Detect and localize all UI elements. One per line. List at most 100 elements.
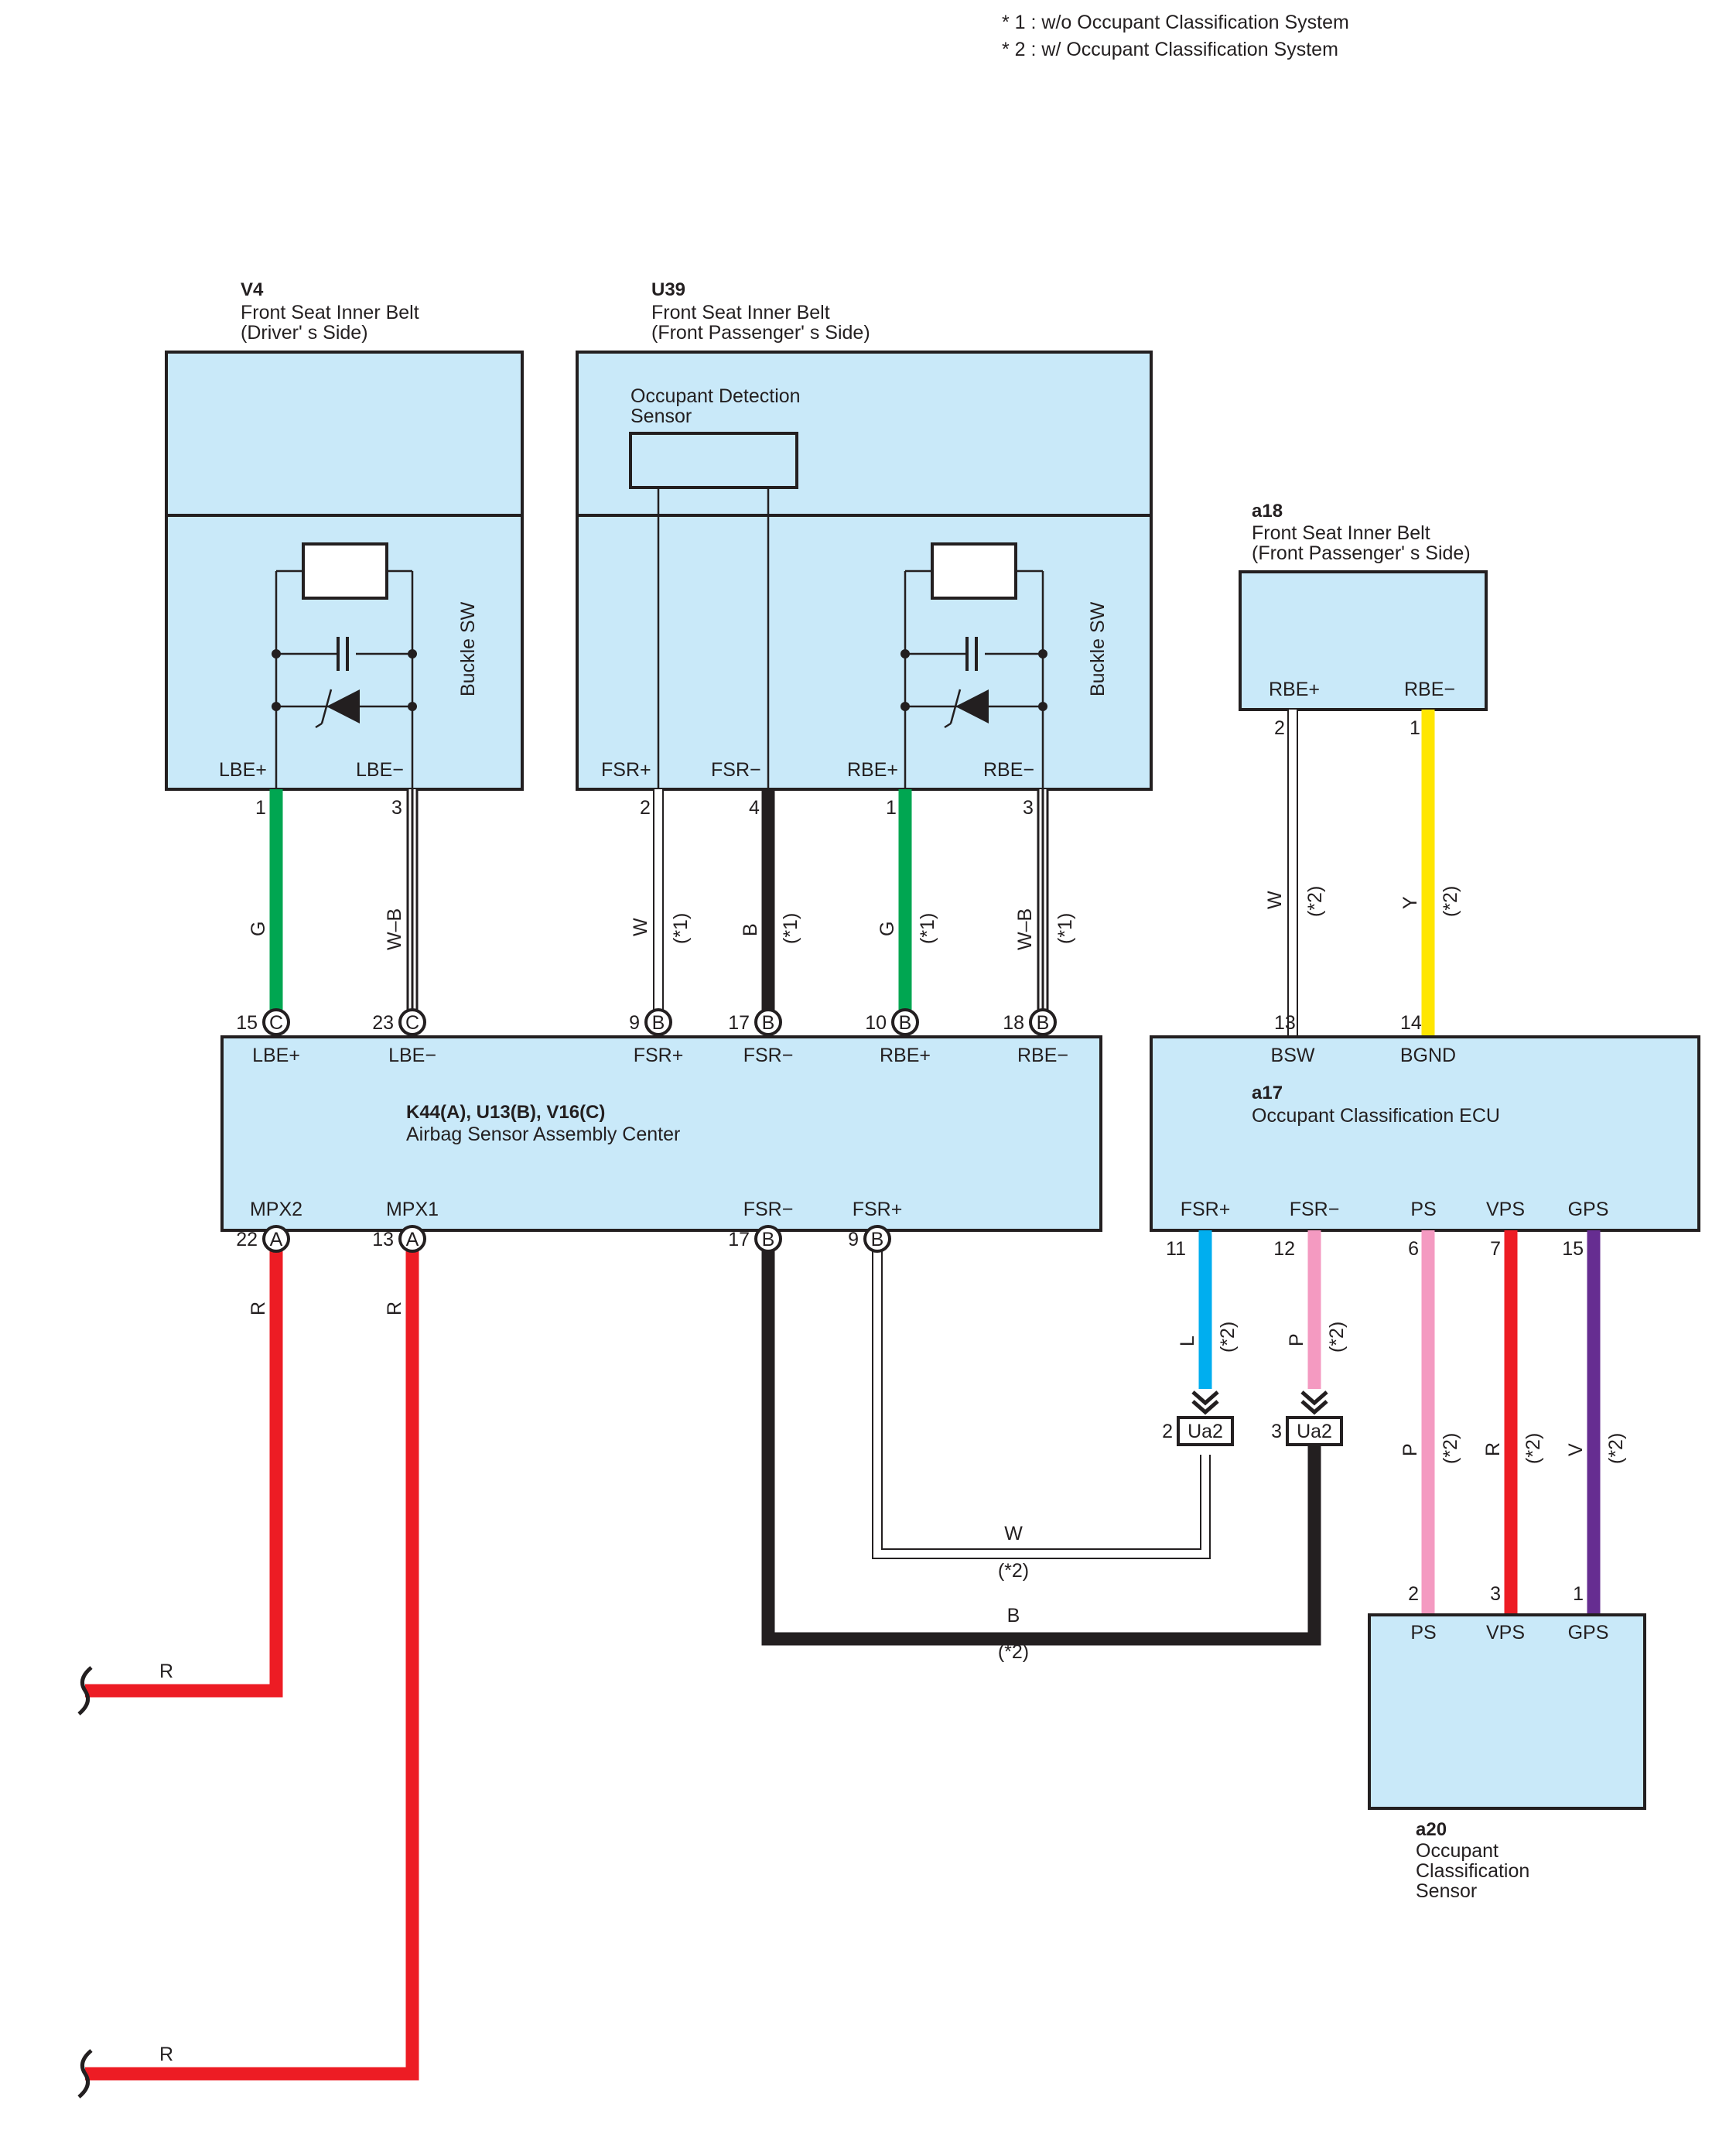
u39-pin-fsr-minus: FSR− <box>711 759 761 781</box>
wire-mpx2-code: R <box>248 1302 269 1315</box>
airbag-conn-23: C <box>405 1012 419 1034</box>
wire-u39-fsr-minus-code: B <box>740 923 761 936</box>
note-1: * 1 : w/o Occupant Classification System <box>1002 12 1349 33</box>
a20-pin-vps: VPS <box>1486 1622 1525 1644</box>
u39-pinno-1: 1 <box>886 797 897 819</box>
airbag-pin-rbe-minus: RBE− <box>1017 1045 1068 1066</box>
wire-mpx1-code: R <box>384 1302 405 1315</box>
ua2-connector-a <box>1177 1390 1234 1446</box>
airbag-conn-17b: B <box>762 1229 775 1250</box>
airbag-pin-fsr-minus: FSR− <box>743 1045 794 1066</box>
a18-pinno-1: 1 <box>1410 717 1420 739</box>
u39-pinno-4: 4 <box>749 797 760 819</box>
a17-pinno-11: 11 <box>1166 1238 1186 1260</box>
wire-u39-fsr-plus-note: (*1) <box>670 913 692 944</box>
u39-pin-rbe-minus: RBE− <box>983 759 1034 781</box>
a17-pinno-13: 13 <box>1274 1012 1296 1034</box>
airbag-conn-9: B <box>652 1012 665 1034</box>
airbag-pin-rbe-plus: RBE+ <box>880 1045 931 1066</box>
wire-u39-fsr-minus-note: (*1) <box>780 913 801 944</box>
ua2-a-label: Ua2 <box>1188 1421 1223 1442</box>
wire-fsr-plus-w <box>872 1238 1211 1559</box>
airbag-pin-fsr-minus-bottom: FSR− <box>743 1199 794 1220</box>
wire-ecu-fsr-minus-code: P <box>1286 1333 1307 1346</box>
wire-mpx2-break-icon <box>77 1666 93 1715</box>
a17-name: Occupant Classification ECU <box>1252 1105 1500 1127</box>
airbag-top-connectors <box>262 1008 1057 1036</box>
airbag-conn-15: C <box>269 1012 283 1034</box>
wire-fsr-minus-b-note: (*2) <box>998 1641 1029 1663</box>
airbag-pinno-23: 23 <box>372 1012 394 1034</box>
airbag-pinno-13: 13 <box>372 1229 394 1250</box>
u39-pin-rbe-plus: RBE+ <box>847 759 898 781</box>
note-2: * 2 : w/ Occupant Classification System <box>1002 39 1338 60</box>
u39-code: U39 <box>651 279 685 300</box>
u39-name-line2: (Front Passenger' s Side) <box>651 322 870 344</box>
u39-pinno-2: 2 <box>640 797 651 819</box>
a17-pin-vps: VPS <box>1486 1199 1525 1220</box>
wire-ecu-fsr-plus-note: (*2) <box>1217 1322 1239 1353</box>
wire-mpx2-end-label: R <box>159 1661 173 1682</box>
v4-switch-label: Buckle SW <box>457 601 479 696</box>
a18-name-line1: Front Seat Inner Belt <box>1252 522 1430 544</box>
wire-ecu-gps-code: V <box>1565 1443 1587 1456</box>
airbag-bottom-connectors <box>262 1225 891 1253</box>
airbag-code: K44(A), U13(B), V16(C) <box>406 1102 605 1123</box>
wire-fsr-plus-w-note: (*2) <box>998 1560 1029 1582</box>
u39-switch-label: Buckle SW <box>1087 601 1109 696</box>
airbag-pin-lbe-minus: LBE− <box>388 1045 436 1066</box>
airbag-pinno-17-bottom: 17 <box>728 1229 750 1250</box>
a20-pinno-3: 3 <box>1490 1583 1501 1605</box>
a20-code: a20 <box>1416 1819 1447 1840</box>
a18-pin-rbe-minus: RBE− <box>1404 679 1455 700</box>
wire-u39-rbe-minus-code: W–B <box>1014 908 1036 950</box>
airbag-pinno-9: 9 <box>629 1012 640 1034</box>
ua2-b-pin: 3 <box>1271 1421 1282 1442</box>
a17-ecu <box>1150 1035 1700 1232</box>
a18-component <box>1239 570 1488 711</box>
airbag-conn-17: B <box>762 1012 775 1034</box>
a20-name-line1: Occupant <box>1416 1840 1498 1862</box>
a17-pin-ps: PS <box>1410 1199 1436 1220</box>
airbag-pin-mpx1: MPX1 <box>386 1199 439 1220</box>
wire-fsr-minus-b <box>761 1238 1321 1646</box>
v4-pin-left: LBE+ <box>219 759 267 781</box>
u39-component <box>576 351 1153 791</box>
a20-name-line2: Classification <box>1416 1860 1529 1882</box>
a17-pinno-7: 7 <box>1490 1238 1501 1260</box>
wire-ecu-vps-note: (*2) <box>1522 1433 1544 1464</box>
a20-pin-ps: PS <box>1410 1622 1436 1644</box>
wire-ecu-ps-code: P <box>1399 1443 1421 1456</box>
a20-pinno-2: 2 <box>1408 1583 1419 1605</box>
airbag-pinno-17: 17 <box>728 1012 750 1034</box>
airbag-name: Airbag Sensor Assembly Center <box>406 1124 680 1145</box>
wire-ecu-vps-code: R <box>1482 1442 1504 1456</box>
airbag-conn-13: A <box>406 1229 419 1250</box>
v4-name-line2: (Driver' s Side) <box>241 322 368 344</box>
wire-v4-lbe-plus-code: G <box>248 922 269 936</box>
u39-pinno-3: 3 <box>1023 797 1034 819</box>
ua2-a-pin: 2 <box>1162 1421 1173 1442</box>
a18-pinno-2: 2 <box>1274 717 1285 739</box>
ua2-b-label: Ua2 <box>1297 1421 1332 1442</box>
a18-name-line2: (Front Passenger' s Side) <box>1252 542 1471 564</box>
v4-code: V4 <box>241 279 264 300</box>
a20-name-line3: Sensor <box>1416 1880 1477 1902</box>
wire-ecu-ps-note: (*2) <box>1440 1433 1461 1464</box>
airbag-pinno-10: 10 <box>865 1012 887 1034</box>
a20-sensor <box>1368 1613 1646 1810</box>
v4-name-line1: Front Seat Inner Belt <box>241 302 419 323</box>
a17-pinno-15: 15 <box>1562 1238 1584 1260</box>
v4-pinno-left: 1 <box>255 797 266 819</box>
airbag-pinno-9-bottom: 9 <box>848 1229 859 1250</box>
airbag-pin-fsr-plus: FSR+ <box>634 1045 684 1066</box>
a17-pin-bsw: BSW <box>1271 1045 1315 1066</box>
wire-fsr-plus-w-code: W <box>1004 1523 1023 1544</box>
airbag-pin-lbe-plus: LBE+ <box>252 1045 300 1066</box>
a17-code: a17 <box>1252 1083 1283 1103</box>
u39-sensor-line1: Occupant Detection <box>630 385 801 407</box>
wire-u39-rbe-plus-note: (*1) <box>917 913 938 944</box>
airbag-conn-18: B <box>1037 1012 1050 1034</box>
u39-pin-fsr-plus: FSR+ <box>601 759 651 781</box>
